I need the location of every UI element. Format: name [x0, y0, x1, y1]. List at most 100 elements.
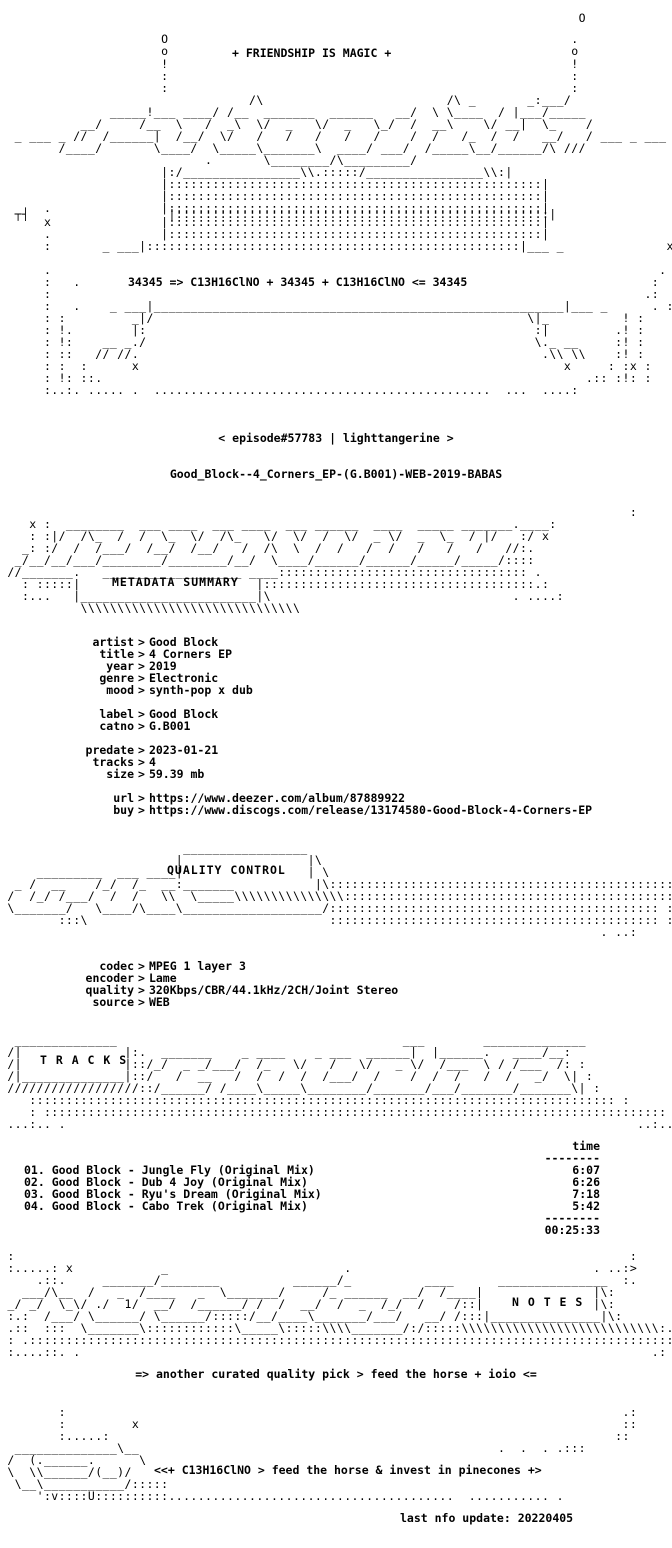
metadata-row: catno>G.B001 — [0, 720, 190, 732]
metadata-label: tracks — [92, 755, 134, 769]
track-time: 6:07 — [572, 1163, 600, 1177]
metadata-label: catno — [99, 719, 134, 733]
notes-art-line: :.: /___/ \______/ \______/:::::/__/____… — [0, 1309, 623, 1323]
header-art-line: : . _ ___|______________________________… — [0, 299, 672, 313]
footer-art-line: : x :: — [0, 1417, 638, 1431]
metadata-value: G.B001 — [148, 719, 191, 733]
metadata-art-line: :... |________________________|\ . ....: — [0, 589, 564, 603]
header-art-line: : : — [0, 81, 579, 95]
metadata-art-line: _/__/__/___/________/________/__/ \____/… — [0, 553, 535, 567]
quality-label: codec — [99, 959, 134, 973]
metadata-row: year>2019 — [0, 659, 177, 673]
header-art-line: : : — [0, 69, 579, 83]
track-title: 03. Good Block - Ryu's Dream (Original M… — [24, 1187, 322, 1201]
quality-art-line: :::\ :::::::::::::::::::::::::::::::::::… — [0, 913, 672, 927]
metadata-row: url>https://www.deezer.com/album/8788992… — [0, 792, 405, 804]
total-time: 00:25:33 — [544, 1223, 600, 1237]
tracks-art-line: ______________ ___ ______________ — [0, 1033, 586, 1047]
buy-link[interactable]: https://www.discogs.com/release/13174580… — [148, 803, 593, 817]
tracklist-total: 00:25:33 — [0, 1224, 672, 1236]
notes-art-line: _/ _/ \_\/ ./ 1/ __/ /______/ / / __/ / … — [0, 1297, 616, 1311]
quality-value: Lame — [148, 971, 177, 985]
metadata-label: predate — [85, 743, 134, 757]
header-art-line: /\ /\ _ _:___/ — [0, 93, 572, 107]
footer-art-line: ______________\__ . . . .::: — [0, 1441, 586, 1455]
quality-art-line: | |\ — [0, 853, 323, 867]
quality-row: encoder>Lame — [0, 972, 177, 984]
metadata-value: Good Block — [148, 707, 219, 721]
quality-art-line: / /_/ /___/ / / \\ \_____\\\\\\\\\\\\\\\… — [0, 889, 672, 903]
tracklist-rule: -------- — [0, 1212, 672, 1224]
footer-art-line: \__\___________/::::: — [0, 1477, 169, 1491]
notes-art-line: : .:::::::::::::::::::::::::::::::::::::… — [0, 1333, 672, 1347]
track-row: 01. Good Block - Jungle Fly (Original Mi… — [24, 1164, 672, 1176]
footer-art-line: ':v::::U::::::::::......................… — [0, 1489, 564, 1503]
metadata-label: artist — [92, 635, 134, 649]
notes-art-line: ___/\__ / _ /____ _ \_______/ /_ ______ … — [0, 1285, 616, 1299]
header-art-line: . |:::::::::::::::::::::::::::::::::::::… — [0, 227, 672, 241]
metadata-row: label>Good Block — [0, 708, 218, 720]
quality-row: quality>320Kbps/CBR/44.1kHz/2CH/Joint St… — [0, 983, 399, 997]
header-art-line: : .: — [0, 287, 660, 301]
notes-art-line: :.....: x _ . . ..:> — [0, 1261, 638, 1275]
header-art-line: : _ ___|::::::::::::::::::::::::::::::::… — [0, 239, 672, 253]
metadata-value: 4 Corners EP — [148, 647, 233, 661]
tracks-art-line: : ::::::::::::::::::::::::::::::::::::::… — [0, 1105, 672, 1119]
quality-row: source>WEB — [0, 995, 170, 1009]
metadata-value: 2019 — [148, 659, 177, 673]
tracks-section-title: T R A C K S — [40, 1053, 128, 1067]
header-art-line: _ ___ _ // /______| /__/ \/ / / / / / / … — [0, 129, 672, 143]
header-art-line: : !: ::. .:: :!: : — [0, 371, 652, 385]
header-art-line: x |:::::::::::::::::::::::::::::::::::::… — [0, 215, 672, 229]
header-art-line: |:/________________\\.:::::/____________… — [0, 165, 513, 179]
metadata-row: buy>https://www.discogs.com/release/1317… — [0, 804, 592, 816]
time-column-header: time — [572, 1139, 600, 1153]
metadata-row: predate>2023-01-21 — [0, 743, 219, 757]
header-formula: 34345 => C13H16ClNO + 34345 + C13H16ClNO… — [128, 275, 468, 289]
track-title: 02. Good Block - Dub 4 Joy (Original Mix… — [24, 1175, 308, 1189]
time-rule: -------- — [544, 1211, 600, 1225]
metadata-art-line: : :::::| |::::::::::::::::::::::::::::::… — [0, 577, 550, 591]
metadata-label: label — [99, 707, 134, 721]
metadata-label: buy — [113, 803, 134, 817]
track-title: 04. Good Block - Cabo Trek (Original Mix… — [24, 1199, 308, 1213]
tracklist-rule: -------- — [0, 1152, 672, 1164]
quality-label: quality — [85, 983, 134, 997]
track-row: 03. Good Block - Ryu's Dream (Original M… — [24, 1188, 672, 1200]
metadata-row: artist>Good Block — [0, 636, 218, 648]
quality-value: WEB — [148, 995, 170, 1009]
release-name: Good_Block--4_Corners_EP-(G.B001)-WEB-20… — [169, 467, 503, 481]
metadata-row: tracks>4 — [0, 755, 156, 769]
metadata-label: year — [106, 659, 134, 673]
episode-line: < episode#57783 | lighttangerine > — [218, 431, 454, 445]
footer-art-line: / (.______. \ — [0, 1453, 147, 1467]
metadata-value: 4 — [148, 755, 156, 769]
notes-art-line: :....::. . .: — [0, 1345, 667, 1359]
url-link[interactable]: https://www.deezer.com/album/87889922 — [148, 791, 406, 805]
header-art-line: : : : x x : :x : — [0, 359, 652, 373]
metadata-art-line: _: :/ / /___/ /__/ /__/ / /\ \ / / / / /… — [0, 541, 535, 555]
track-time: 6:26 — [572, 1175, 600, 1189]
quality-art-line: _________________ — [0, 841, 308, 855]
metadata-section-title: METADATA SUMMARY — [112, 575, 239, 589]
header-art-line: _____!___ ____/ /__ _______ ______ __/ \… — [0, 105, 586, 119]
header-art-line: : : _|/ \|_ ! : — [0, 311, 645, 325]
header-art-line: ┬┤ |::::::::::::::::::::::::::::::::::::… — [0, 207, 557, 221]
footer-art-line: : .: — [0, 1405, 638, 1419]
header-art-line: . \________/\_________/ — [0, 153, 418, 167]
track-title: 01. Good Block - Jungle Fly (Original Mi… — [24, 1163, 315, 1177]
header-art-line: : . : — [0, 275, 660, 289]
tracklist-header: time — [0, 1140, 672, 1152]
metadata-art-line: : — [0, 505, 638, 519]
metadata-label: genre — [99, 671, 134, 685]
metadata-label: mood — [106, 683, 134, 697]
tracks-art-line: /| |::/_/ _ _/___/ /_ \/ / \/ _ \/ /___ … — [0, 1057, 586, 1071]
track-row: 04. Good Block - Cabo Trek (Original Mix… — [24, 1200, 672, 1212]
header-art-line: : !: __ _./ \._ __ :! : — [0, 335, 645, 349]
metadata-value: 59.39 mb — [148, 767, 205, 781]
pick-line: => another curated quality pick > feed t… — [135, 1367, 537, 1381]
quality-label: source — [92, 995, 134, 1009]
footer-art-line: \ \\______/(__)/ — [0, 1465, 132, 1479]
quality-art-line: \_______/ \____/\____\__________________… — [0, 901, 672, 915]
notes-section-title: N O T E S — [512, 1295, 584, 1309]
